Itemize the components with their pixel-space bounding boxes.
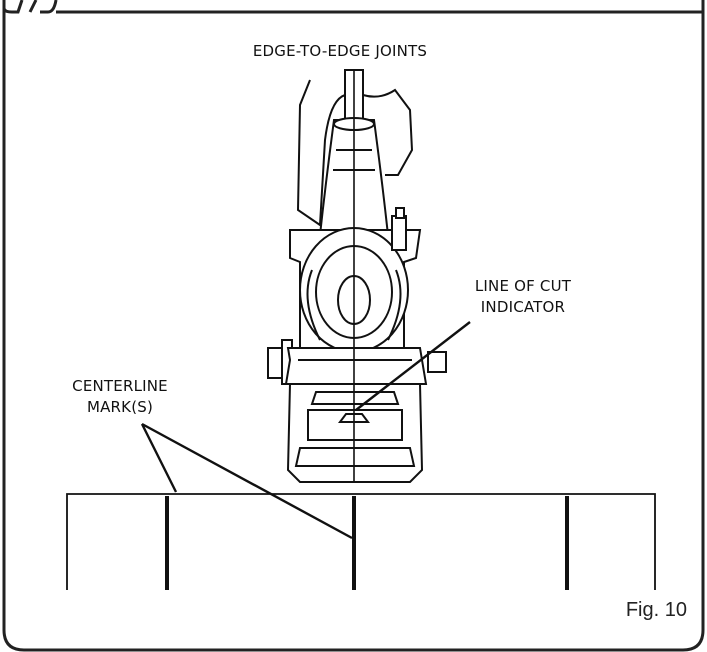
leader-line-of-cut [355,321,471,411]
label-line-of-cut: LINE OF CUT [474,277,572,295]
label-indicator: INDICATOR [480,298,566,316]
leader-centerline-center [141,422,353,540]
leader-lines [140,321,471,540]
biscuit-joiner-illustration [267,69,447,483]
workpiece-boards [66,493,656,590]
header-band-edge [2,0,58,14]
diagram-title: EDGE-TO-EDGE JOINTS [252,42,428,60]
label-centerline: CENTERLINE [72,377,168,395]
figure-caption: Fig. 10 [625,599,687,621]
label-marks: MARK(S) [86,398,154,416]
leader-centerline-left [140,423,178,493]
